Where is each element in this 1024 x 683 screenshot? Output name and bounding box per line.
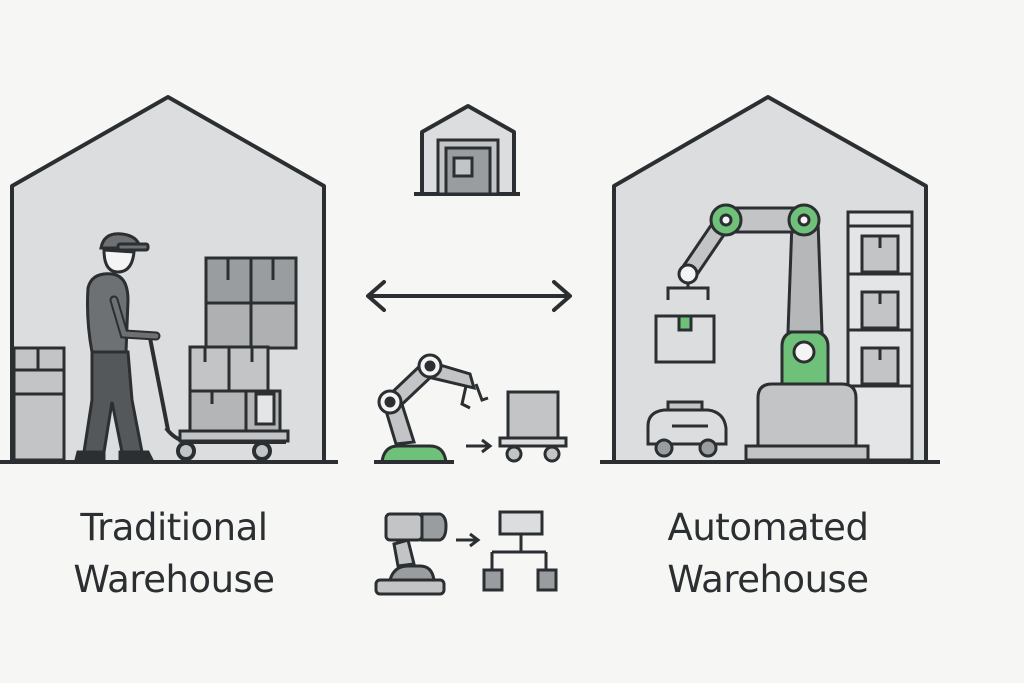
large-robotic-arm-icon [654,203,870,462]
traditional-warehouse-icon [0,95,338,464]
automated-warehouse-building-icon [600,95,940,464]
traditional-label-line1: Traditional [80,506,268,549]
automated-warehouse-label: Automated Warehouse [618,502,918,606]
double-arrow-icon [366,280,572,312]
small-warehouse-icon [414,104,520,196]
cart-icon [466,390,568,463]
automated-label-line2: Warehouse [667,558,869,601]
robotic-arm-icon [374,353,489,464]
pallet-boxes [188,345,282,433]
pallet-jack-icon [148,337,290,461]
agv-robot-icon [646,400,728,458]
traditional-warehouse-label: Traditional Warehouse [24,502,324,606]
warehouse-worker-icon [74,232,161,462]
automated-label-line1: Automated [667,506,869,549]
shelving-rack-icon [846,210,914,462]
traditional-label-line2: Warehouse [73,558,275,601]
box-tower [204,256,298,350]
robot-to-flowchart-icon [374,510,558,596]
left-box-stack [12,346,66,462]
